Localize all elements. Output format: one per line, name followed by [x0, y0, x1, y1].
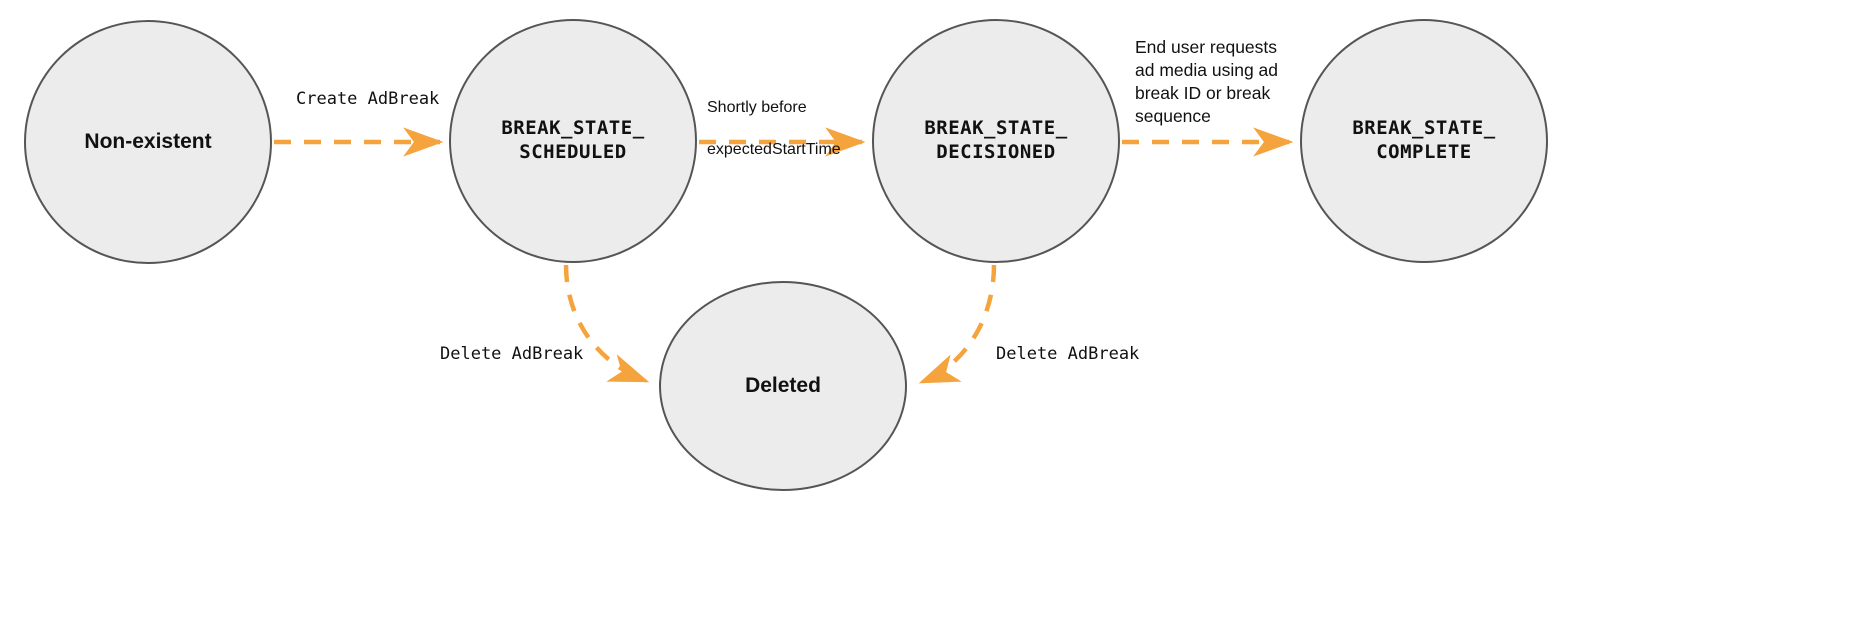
edge-delete-from-scheduled — [563, 264, 650, 384]
state-node-deleted[interactable]: Deleted — [659, 281, 907, 491]
state-node-label: Non-existent — [84, 129, 212, 153]
state-node-non-existent[interactable]: Non-existent — [24, 20, 272, 264]
state-node-label: BREAK_STATE_ SCHEDULED — [501, 117, 645, 163]
state-node-break-state-decisioned[interactable]: BREAK_STATE_ DECISIONED — [872, 19, 1120, 263]
state-node-break-state-complete[interactable]: BREAK_STATE_ COMPLETE — [1300, 19, 1548, 263]
state-node-label: Deleted — [745, 373, 821, 397]
edge-delete-from-decisioned — [918, 264, 997, 385]
state-node-break-state-scheduled[interactable]: BREAK_STATE_ SCHEDULED — [449, 19, 697, 263]
state-node-label: BREAK_STATE_ COMPLETE — [1352, 117, 1496, 163]
state-node-label: BREAK_STATE_ DECISIONED — [924, 117, 1068, 163]
